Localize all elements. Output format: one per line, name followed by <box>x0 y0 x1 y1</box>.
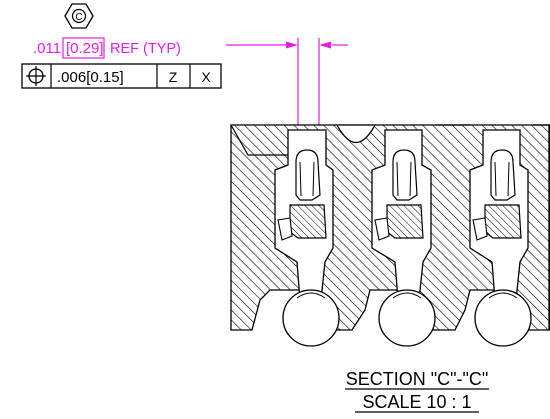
callout-symbol: C <box>75 12 82 23</box>
dimension-value: .011 <box>33 40 61 57</box>
dimension-callout: .011 [0.29] REF (TYP) <box>33 37 181 59</box>
callout-hexagon: C <box>64 3 94 29</box>
solder-ball-2 <box>378 289 436 347</box>
arrowhead-left <box>286 41 298 49</box>
ref-note: REF (TYP) <box>110 41 181 57</box>
dimension-metric: [0.29] <box>66 40 104 57</box>
arrowhead-right <box>319 41 331 49</box>
top-groove <box>335 124 377 143</box>
solder-ball-3 <box>474 289 532 347</box>
dimension-metric-box <box>62 37 105 59</box>
feature-control-frame: .006[0.15] Z X <box>21 63 222 89</box>
contact-1 <box>277 149 327 241</box>
section-title: SECTION "C"-"C" <box>346 369 489 389</box>
section-scale: SCALE 10 : 1 <box>362 392 471 412</box>
fcf-datum-1: Z <box>169 69 178 85</box>
section-view <box>230 124 550 347</box>
section-label: SECTION "C"-"C" SCALE 10 : 1 <box>345 369 489 413</box>
contact-3 <box>472 149 522 241</box>
contact-2 <box>374 149 424 241</box>
position-icon <box>26 66 46 86</box>
fcf-datum-2: X <box>201 69 211 85</box>
solder-ball-1 <box>282 289 340 347</box>
fcf-tolerance: .006[0.15] <box>57 69 124 86</box>
